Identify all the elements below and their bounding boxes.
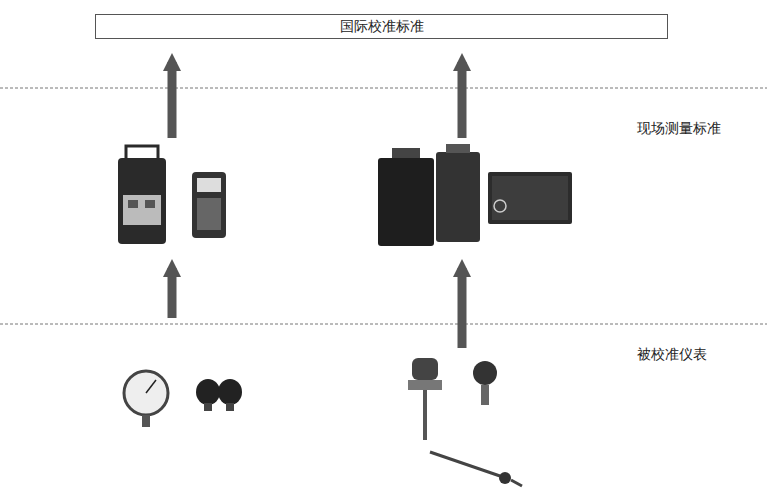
band-label: 被校准仪表 <box>637 346 707 363</box>
pressure-calibrator <box>118 146 226 244</box>
band-label: 现场测量标准 <box>637 120 721 137</box>
temperature-calibrator <box>378 144 572 246</box>
dashed-separator <box>0 324 767 325</box>
pressure-gauge <box>124 371 242 427</box>
dashed-separator <box>0 88 767 89</box>
box-title: 国际校准标准 <box>340 18 424 35</box>
standard-box: 国际校准标准 <box>95 14 668 39</box>
up-arrows <box>172 62 462 348</box>
temperature-transmitters <box>408 358 522 486</box>
